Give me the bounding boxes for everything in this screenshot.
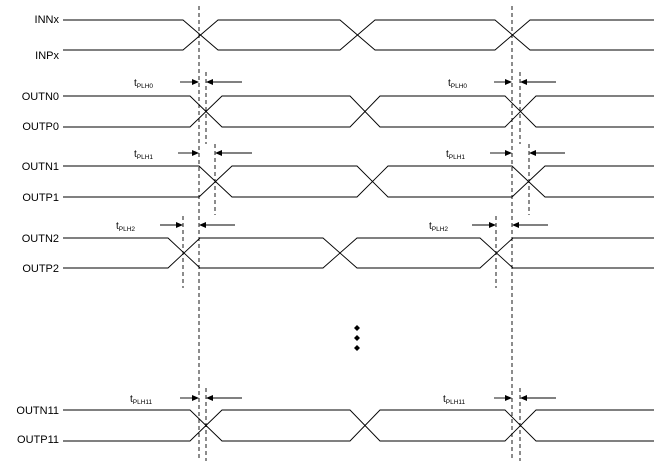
- waveform-innx: [63, 19, 654, 51]
- delay-label-plh1-right: tPLH1: [446, 149, 465, 161]
- signal-label-outn0: OUTN0: [22, 91, 59, 103]
- delay-arrows: [160, 79, 565, 401]
- delay-label-plh2-right: tPLH2: [429, 221, 448, 233]
- waveform-outp2: [63, 237, 654, 269]
- signal-label-outp1: OUTP1: [22, 192, 59, 204]
- signal-label-outn1: OUTN1: [22, 161, 59, 173]
- delay-label-plh2-left: tPLH2: [116, 221, 135, 233]
- delay-label-plh11-right: tPLH11: [443, 394, 466, 406]
- signal-label-outp2: OUTP2: [22, 263, 59, 275]
- vertical-ellipsis-icon: [354, 325, 360, 351]
- waveform-outp1: [63, 165, 654, 198]
- waveform-outn2: [63, 237, 654, 269]
- waveform-outn11: [63, 409, 654, 442]
- signal-label-outp0: OUTP0: [22, 121, 59, 133]
- waveform-outp11: [63, 409, 654, 442]
- waveform-outn1: [63, 165, 654, 198]
- delay-label-plh0-right: tPLH0: [448, 78, 467, 90]
- signal-label-innx: INNx: [35, 14, 60, 26]
- delay-label-plh0-left: tPLH0: [134, 78, 153, 90]
- signal-label-outp11: OUTP11: [17, 434, 59, 446]
- waveform-outn0: [63, 95, 654, 128]
- signal-label-outn11: OUTN11: [16, 405, 59, 417]
- delay-label-plh1-left: tPLH1: [134, 149, 153, 161]
- delay-label-plh11-left: tPLH11: [130, 394, 153, 406]
- waveform-inpx: [63, 19, 654, 51]
- signal-label-inpx: INPx: [35, 50, 59, 62]
- waveform-outp0: [63, 95, 654, 128]
- signal-label-outn2: OUTN2: [22, 233, 59, 245]
